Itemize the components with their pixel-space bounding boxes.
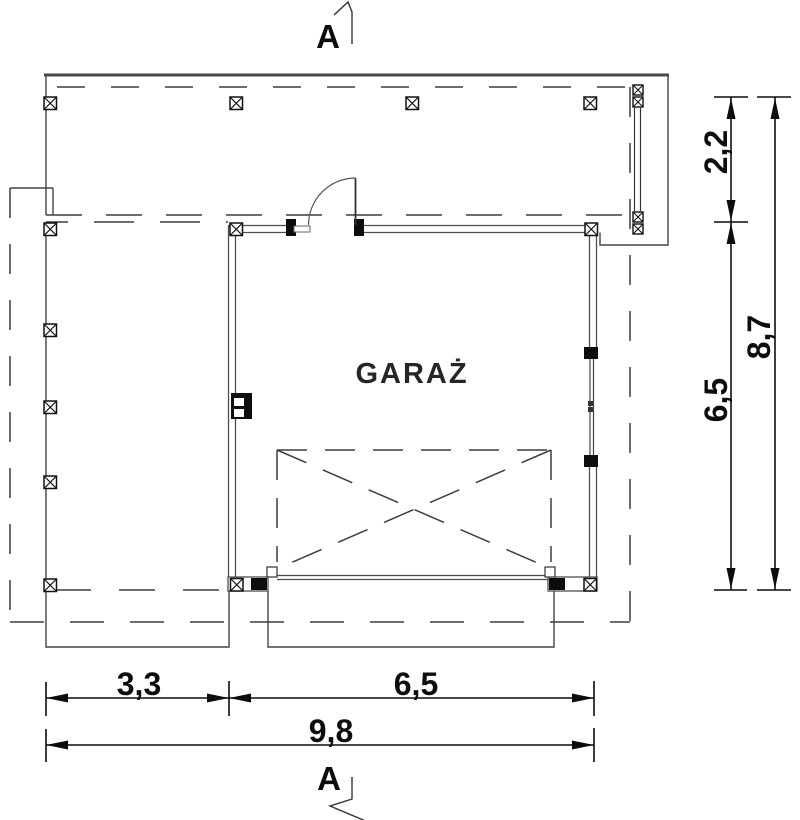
door-swing-arc	[307, 177, 356, 226]
roof-overhang-dashed	[9, 86, 631, 623]
column-symbol	[43, 222, 58, 237]
gate-jamb-left	[251, 578, 267, 590]
door-sill	[293, 225, 311, 233]
column-symbol	[43, 475, 58, 490]
downpipe-symbol	[231, 393, 252, 419]
section-label-top: A	[316, 18, 340, 55]
column-symbol	[43, 96, 58, 111]
entry-door	[286, 177, 364, 236]
column-symbol	[43, 323, 58, 338]
section-marker-bottom: A	[317, 760, 366, 820]
column-symbol	[632, 96, 644, 108]
column-symbol	[632, 84, 644, 96]
ramp-x-marking	[276, 449, 552, 569]
column-symbol	[43, 578, 58, 593]
column-symbol	[632, 211, 644, 223]
dim-bottom-left: 3,3	[117, 666, 161, 702]
column-symbol	[43, 400, 58, 415]
garage-walls	[227, 224, 598, 592]
gate-guide-left	[266, 566, 278, 578]
column-symbol	[229, 222, 244, 237]
section-marker-top: A	[316, 0, 353, 55]
column-symbol	[583, 96, 598, 111]
gate-jamb-right	[549, 578, 565, 590]
dim-bottom-total: 9,8	[309, 713, 353, 749]
garage-gate	[251, 566, 565, 590]
column-symbol	[405, 96, 420, 111]
column-symbol	[229, 96, 244, 111]
column-symbol	[584, 222, 599, 237]
window-jamb-bottom	[584, 455, 598, 467]
window-right-wall	[584, 347, 598, 467]
column-symbol	[229, 577, 244, 592]
dim-right-top: 2,2	[698, 130, 734, 174]
dimensions-right: 2,2 6,5 8,7	[698, 96, 791, 591]
dim-bottom-right: 6,5	[394, 666, 438, 702]
room-label: GARAŻ	[355, 358, 468, 390]
door-jamb-left	[286, 219, 296, 236]
dimensions-bottom: 3,3 6,5 9,8	[45, 666, 595, 762]
door-jamb-right	[354, 219, 364, 236]
column-posts	[43, 84, 644, 593]
section-label-bottom: A	[317, 760, 341, 797]
window-jamb-top	[584, 347, 598, 359]
dim-right-middle: 6,5	[698, 378, 734, 422]
column-symbol	[583, 577, 598, 592]
terrace-outline	[10, 73, 669, 648]
column-symbol	[632, 223, 644, 235]
dim-right-total: 8,7	[741, 315, 777, 359]
gate-guide-right	[544, 566, 556, 578]
